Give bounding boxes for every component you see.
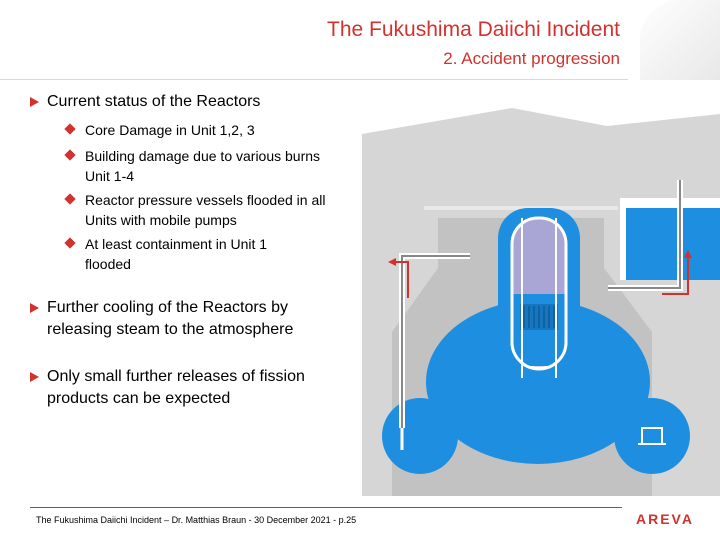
diamond-bullet-icon (64, 193, 76, 205)
sub-bullet-building-damage: Building damage due to various burns Uni… (64, 146, 346, 186)
title-rule (0, 79, 628, 80)
sub-bullet-vessels-flooded: Reactor pressure vessels flooded in all … (64, 190, 346, 230)
triangle-bullet-icon (30, 372, 39, 382)
bullet-small-releases: Only small further releases of fission p… (30, 366, 320, 410)
footer-text: The Fukushima Daiichi Incident – Dr. Mat… (36, 515, 357, 525)
sub-bullet-text: Building damage due to various burns Uni… (85, 148, 321, 184)
bullet-text: Current status of the Reactors (47, 93, 261, 110)
triangle-bullet-icon (30, 303, 39, 313)
diamond-bullet-icon (64, 149, 76, 161)
triangle-bullet-icon (30, 97, 39, 107)
steam-arrow-right (662, 258, 689, 295)
bullet-text: Further cooling of the Reactors by relea… (47, 299, 294, 338)
bullet-further-cooling: Further cooling of the Reactors by relea… (30, 297, 330, 341)
reactor-schematic (362, 108, 720, 496)
page-subtitle: 2. Accident progression (443, 49, 620, 68)
footer-rule (30, 507, 622, 508)
areva-logo: AREVA (636, 511, 694, 527)
bullet-text: Only small further releases of fission p… (47, 368, 305, 407)
diamond-bullet-icon (64, 237, 76, 249)
bullet-reactor-status: Current status of the Reactors (30, 91, 340, 113)
diamond-bullet-icon (64, 123, 76, 135)
sub-bullet-containment-flooded: At least containment in Unit 1 flooded (64, 234, 346, 274)
corner-decoration (640, 0, 720, 80)
steam-arrow-left (396, 261, 409, 298)
sub-bullet-text: Reactor pressure vessels flooded in all … (85, 192, 326, 228)
sub-bullet-text: At least containment in Unit 1 flooded (85, 236, 268, 272)
sub-bullet-core-damage: Core Damage in Unit 1,2, 3 (64, 120, 346, 140)
sub-bullet-text: Core Damage in Unit 1,2, 3 (85, 122, 255, 138)
page-title: The Fukushima Daiichi Incident (327, 18, 620, 41)
